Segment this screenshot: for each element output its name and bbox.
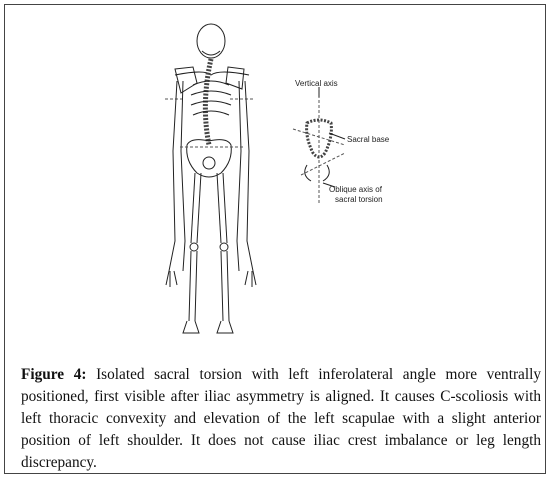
- caption-label: Figure 4:: [21, 366, 87, 384]
- callout-oblique-axis-line2: sacral torsion: [335, 195, 383, 204]
- sacrum-illustration: [292, 87, 346, 205]
- caption-text: Isolated sacral torsion with left infero…: [21, 366, 541, 472]
- callout-sacral-base: Sacral base: [347, 135, 390, 144]
- figure-frame: Vertical axis Sacral base Oblique axis o…: [4, 4, 546, 474]
- callout-oblique-axis-line1: Oblique axis of: [329, 185, 382, 194]
- skeleton-figure: [165, 23, 346, 334]
- callout-vertical-axis: Vertical axis: [295, 79, 338, 88]
- skeleton-illustration: [165, 23, 257, 334]
- figure-caption: Figure 4: Isolated sacral torsion with l…: [21, 364, 541, 474]
